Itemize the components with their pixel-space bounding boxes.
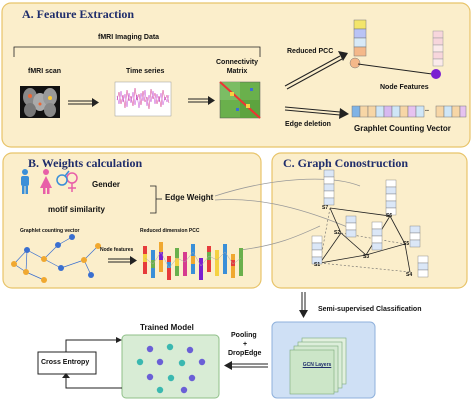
node-feature-column (349, 19, 444, 79)
graphlet-vector-label: Graphlet Counting Vector (354, 124, 451, 133)
trained-model-label: Trained Model (140, 323, 194, 332)
gender-label: Gender (92, 180, 121, 189)
semi-supervised-label: Semi-supervised Classification (318, 306, 422, 313)
edge-deletion-label: Edge deletion (285, 121, 331, 128)
graph-node-s6: S6 (386, 213, 393, 219)
panel-a-title: A. Feature Extraction (22, 7, 135, 21)
arrow-timeseries-to-matrix (188, 96, 215, 105)
panel-b-box (2, 152, 262, 289)
graph-node-s7: S7 (322, 205, 329, 211)
arrow-down-to-classification (299, 292, 308, 318)
fmri-data-label: fMRI Imaging Data (98, 34, 160, 41)
graph-node-s2: S2 (334, 230, 341, 236)
edge-weight-connector (214, 178, 361, 197)
gcn-layers-label: GCN Layers (302, 362, 332, 368)
cross-entropy-label: Cross Entropy (41, 359, 90, 366)
fmri-bracket (13, 46, 261, 57)
gcn-box (271, 321, 376, 399)
arrow-graph-to-features (108, 256, 137, 265)
reduced-pcc-label: Reduced PCC (287, 48, 334, 55)
edge-weight-label: Edge Weight (165, 193, 214, 202)
panel-b-title: B. Weights calculation (28, 156, 143, 170)
feature-bars-connector (144, 251, 242, 269)
arrow-to-graphlet-vector (284, 106, 349, 119)
graphlet-counting-vector-bar (351, 105, 467, 118)
cross-entropy-loop (65, 339, 122, 389)
edge-weight-bracket (150, 185, 157, 214)
gender-icon (21, 169, 78, 194)
fmri-scan-label: fMRI scan (28, 68, 62, 75)
brain-scan-image (20, 86, 60, 118)
reduced-dim-pcc-label: Reduced dimension PCC (140, 228, 200, 234)
dropedge-label: DropEdge (228, 350, 262, 357)
connectivity-matrix-image (219, 81, 261, 119)
vector-ellipsis: .. (425, 106, 429, 113)
graph-node-stacks (311, 169, 429, 278)
cross-entropy-box (37, 351, 97, 375)
pooling-label: Pooling (231, 332, 257, 339)
time-series-plot (114, 81, 172, 117)
arrow-to-node-features (284, 51, 348, 90)
panel-c-title: C. Graph Conostruction (283, 156, 409, 170)
arrow-gcn-to-model (224, 361, 268, 370)
graph-node-s5: S5 (403, 241, 410, 247)
trained-model-nodes (136, 343, 206, 394)
node-features-label: Node Features (380, 84, 429, 91)
connectivity-matrix-label: Connectivity Matrix (215, 59, 258, 75)
plus-label: + (243, 341, 248, 348)
graph-node-s3: S3 (363, 254, 370, 260)
graphlet-counting-vector-label: Graphlet counting vector (20, 228, 80, 234)
trained-model-box (121, 334, 220, 399)
graph-node-s1: S1 (314, 262, 321, 268)
time-series-label: Time series (126, 68, 165, 75)
small-graph-nodes (11, 234, 101, 283)
node-features-b-label: Node features (100, 247, 134, 253)
graph-node-s4: S4 (406, 272, 413, 278)
motif-similarity-label: motif similarity (48, 205, 105, 214)
arrow-scan-to-timeseries (68, 98, 99, 107)
